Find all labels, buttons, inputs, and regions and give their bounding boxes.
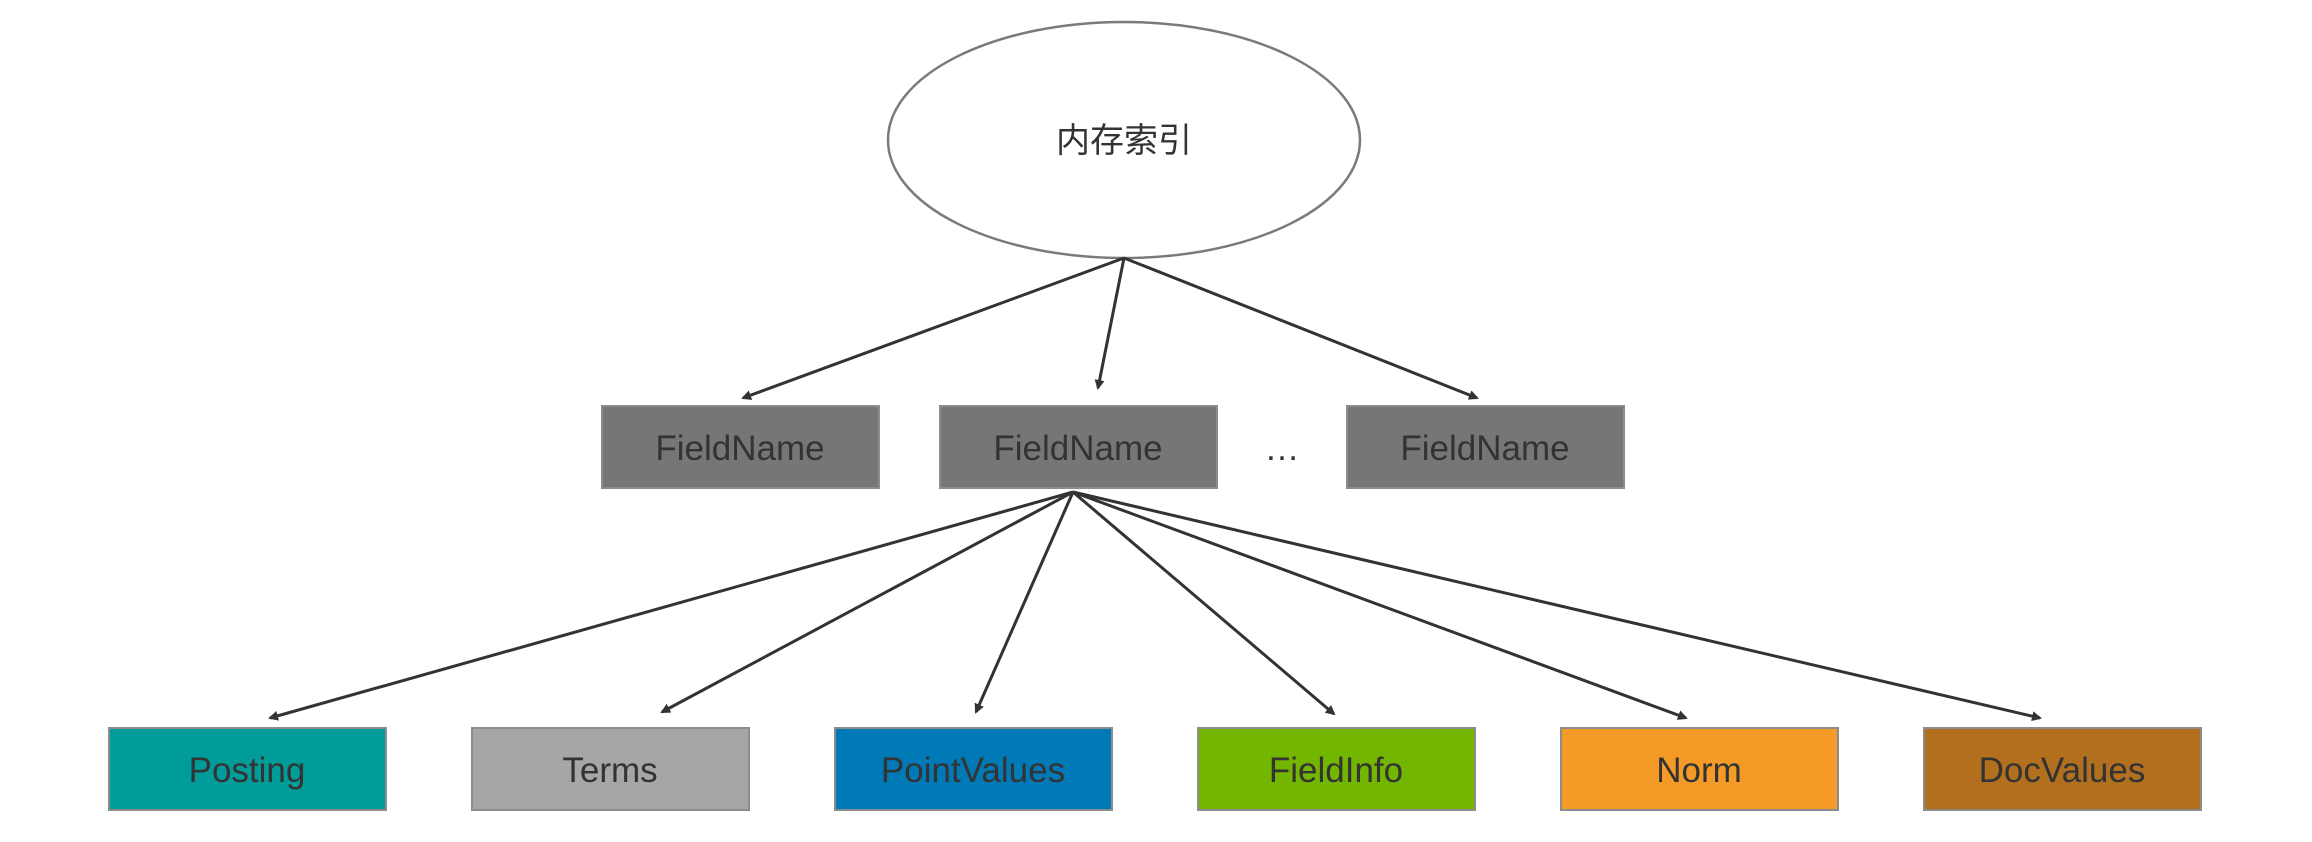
component-fieldinfo: FieldInfo [1197, 727, 1476, 811]
arrow-field-to-fieldinfo [1072, 490, 1336, 716]
component-pointvalues: PointValues [834, 727, 1113, 811]
arrow-root-to-field-3 [1123, 256, 1479, 400]
component-docvalues-label: DocValues [1979, 751, 2146, 790]
component-pointvalues-rect [834, 727, 1113, 811]
arrow-field-to-pointvalues [974, 491, 1075, 714]
arrow-field-to-terms [660, 490, 1074, 714]
field-box-3-rect [1346, 405, 1625, 489]
component-posting-rect [108, 727, 387, 811]
field-box-1: FieldName [601, 405, 880, 489]
component-docvalues: DocValues [1923, 727, 2202, 811]
component-posting-label: Posting [189, 751, 306, 790]
root-arrows [741, 256, 1479, 400]
component-row: Posting Terms PointValues FieldInfo Norm… [108, 727, 2202, 811]
component-norm: Norm [1560, 727, 1839, 811]
field-row: FieldName FieldName … FieldName [601, 405, 1625, 489]
arrow-field-to-norm [1072, 490, 1688, 720]
field-box-3: FieldName [1346, 405, 1625, 489]
field-arrows [268, 490, 2042, 722]
root-node: 内存索引 [886, 20, 1362, 260]
field-ellipsis: … [1265, 429, 1300, 468]
root-label: 内存索引 [1056, 121, 1192, 161]
component-norm-label: Norm [1656, 751, 1742, 790]
component-terms-label: Terms [562, 751, 657, 790]
field-box-1-label: FieldName [655, 429, 824, 468]
component-posting: Posting [108, 727, 387, 811]
arrow-field-to-posting [268, 490, 1074, 721]
component-terms-rect [471, 727, 750, 811]
component-docvalues-rect [1923, 727, 2202, 811]
field-box-3-label: FieldName [1400, 429, 1569, 468]
component-fieldinfo-rect [1197, 727, 1476, 811]
component-norm-rect [1560, 727, 1839, 811]
arrow-field-to-docvalues [1072, 490, 2042, 722]
field-box-2: FieldName [939, 405, 1218, 489]
arrow-root-to-field-1 [741, 256, 1125, 400]
component-fieldinfo-label: FieldInfo [1269, 751, 1403, 790]
field-box-2-rect [939, 405, 1218, 489]
component-pointvalues-label: PointValues [881, 751, 1065, 790]
field-box-1-rect [601, 405, 880, 489]
component-terms: Terms [471, 727, 750, 811]
arrow-root-to-field-2 [1094, 257, 1126, 390]
field-box-2-label: FieldName [993, 429, 1162, 468]
